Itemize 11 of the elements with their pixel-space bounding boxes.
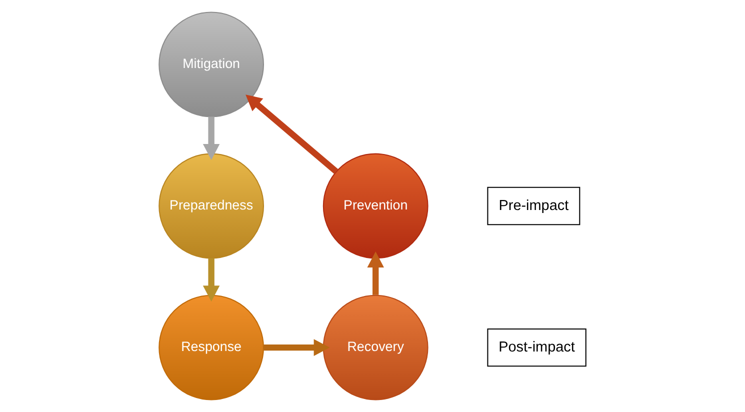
arrow bbox=[367, 252, 384, 295]
node-circle: Response bbox=[158, 294, 264, 400]
node-box: Pre-impact bbox=[487, 186, 580, 226]
arrow bbox=[246, 94, 338, 174]
arrow bbox=[202, 258, 220, 302]
arrow bbox=[264, 339, 330, 356]
node-circle: Recovery bbox=[322, 294, 428, 400]
node-box: Post-impact bbox=[487, 328, 586, 367]
node-circle: Preparedness bbox=[158, 153, 264, 259]
node-circle: Prevention bbox=[322, 153, 428, 259]
arrow bbox=[202, 116, 220, 160]
